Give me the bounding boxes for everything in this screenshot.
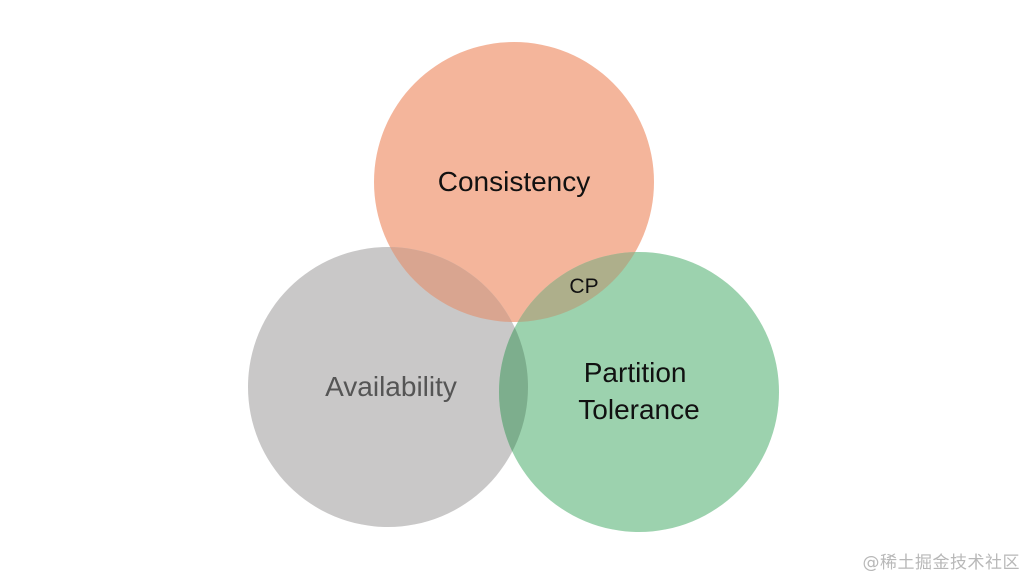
partition-tolerance-circle (499, 252, 779, 532)
partition-label-line-1: Partition (584, 357, 687, 388)
partition-label-line-2: Tolerance (578, 394, 699, 425)
partition-tolerance-label: Partition Tolerance (578, 357, 699, 425)
consistency-circle (374, 42, 654, 322)
consistency-label: Consistency (438, 166, 591, 197)
availability-label: Availability (325, 371, 457, 402)
availability-circle (248, 247, 528, 527)
watermark: @稀土掘金技术社区 (862, 553, 1020, 573)
cp-intersection-label: CP (569, 275, 598, 298)
